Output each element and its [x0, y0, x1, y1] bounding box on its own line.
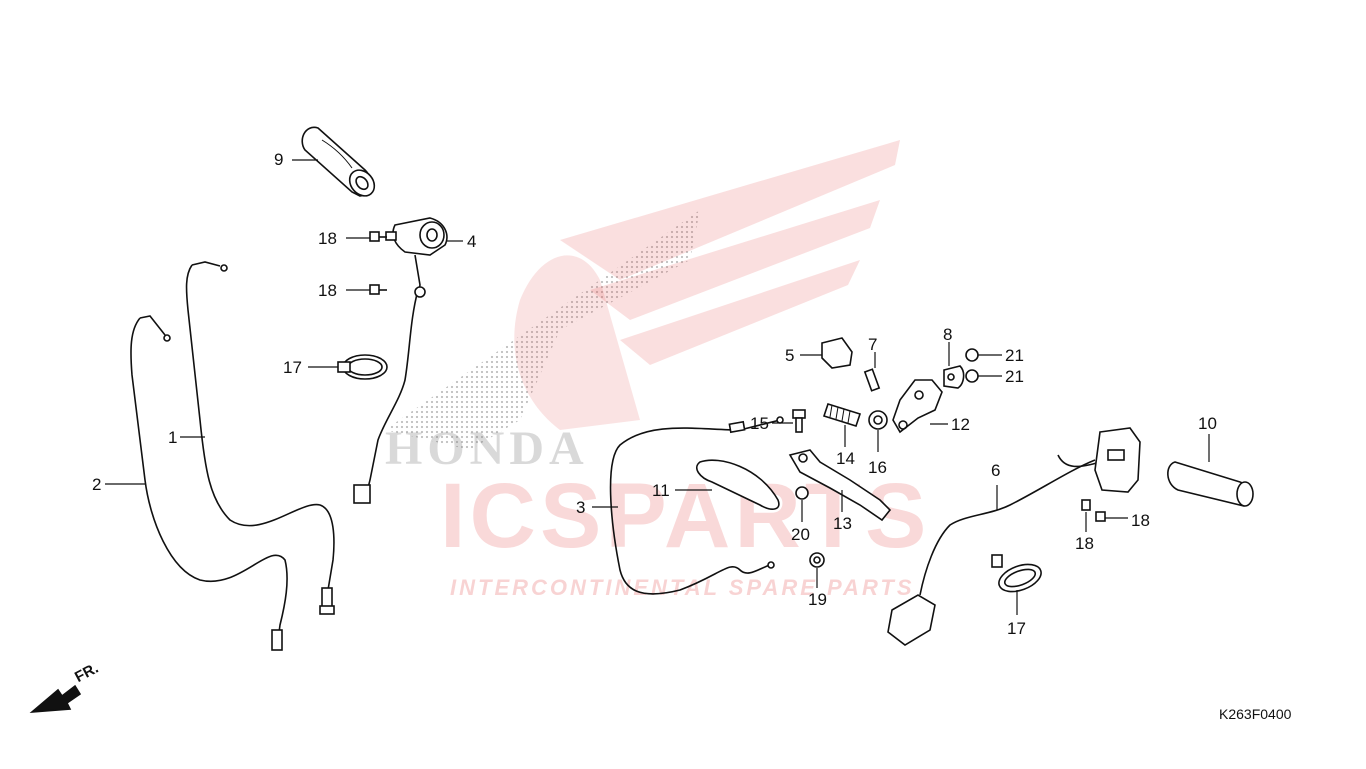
- throttle-housing-icon: [385, 217, 448, 296]
- pin-icon: [863, 368, 881, 392]
- callout-11: 11: [652, 481, 670, 500]
- throttle-cable-icon: [185, 264, 335, 591]
- nut-icon: [809, 552, 825, 568]
- screw-icon: [1095, 511, 1106, 522]
- callout-18: 18: [1075, 534, 1094, 553]
- callout-1: 1: [168, 428, 178, 447]
- callout-5: 5: [785, 346, 795, 365]
- bolt-icon: [965, 348, 1002, 362]
- screw-icon: [1081, 499, 1091, 511]
- callout-18: 18: [1131, 511, 1150, 530]
- callout-19: 19: [808, 590, 827, 609]
- adjuster-icon: [822, 403, 862, 427]
- callout-3: 3: [576, 498, 586, 517]
- callout-2: 2: [92, 475, 102, 494]
- front-direction-arrow-icon: [29, 684, 82, 713]
- clutch-lever-icon: [788, 449, 892, 522]
- wing-body-icon: [514, 255, 640, 430]
- bracket-icon: [943, 365, 965, 389]
- wing-feather-icon: [590, 200, 880, 320]
- callout-17: 17: [1007, 619, 1026, 638]
- callout-20: 20: [791, 525, 810, 544]
- callout-15: 15: [750, 414, 769, 433]
- callout-4: 4: [467, 232, 477, 251]
- callout-9: 9: [274, 150, 284, 169]
- callout-16: 16: [868, 458, 887, 477]
- wing-feather-icon: [620, 260, 860, 365]
- right-grip-icon: [1167, 461, 1254, 507]
- callout-10: 10: [1198, 414, 1217, 433]
- callout-12: 12: [951, 415, 970, 434]
- right-switch-housing-icon: [1094, 427, 1141, 493]
- callout-6: 6: [991, 461, 1001, 480]
- switch-cover-icon: [821, 337, 853, 369]
- screw-icon: [369, 231, 387, 242]
- left-grip-icon: [301, 126, 376, 197]
- clutch-cable-icon: [609, 419, 781, 595]
- switch-harness-icon: [919, 459, 1096, 596]
- lever-bracket-icon: [892, 379, 943, 434]
- screw-icon: [369, 284, 387, 295]
- throttle-harness-icon: [364, 289, 419, 501]
- throttle-cable-b-icon: [130, 317, 288, 641]
- callout-13: 13: [833, 514, 852, 533]
- lever-cover-icon: [696, 459, 780, 510]
- callout-14: 14: [836, 449, 855, 468]
- callout-8: 8: [943, 325, 953, 344]
- wing-feather-icon: [560, 140, 900, 280]
- connector-icon: [887, 594, 936, 646]
- diagram-code: K263F0400: [1219, 706, 1292, 722]
- callout-18: 18: [318, 281, 337, 300]
- watermark-tagline: INTERCONTINENTAL SPARE PARTS: [450, 575, 915, 600]
- collar-icon: [795, 486, 809, 500]
- wire-band-icon: [337, 354, 388, 380]
- callout-7: 7: [868, 335, 878, 354]
- wing-dots-icon: [385, 210, 700, 450]
- wire-band-icon: [991, 554, 1042, 593]
- bolt-icon: [965, 369, 1002, 383]
- lock-nut-icon: [868, 410, 888, 430]
- watermark-logo-text: HONDA: [385, 422, 589, 475]
- callout-21: 21: [1005, 367, 1024, 386]
- callout-18: 18: [318, 229, 337, 248]
- callout-21: 21: [1005, 346, 1024, 365]
- callout-17: 17: [283, 358, 302, 377]
- connector-icon: [353, 484, 371, 504]
- pivot-bolt-icon: [792, 409, 806, 433]
